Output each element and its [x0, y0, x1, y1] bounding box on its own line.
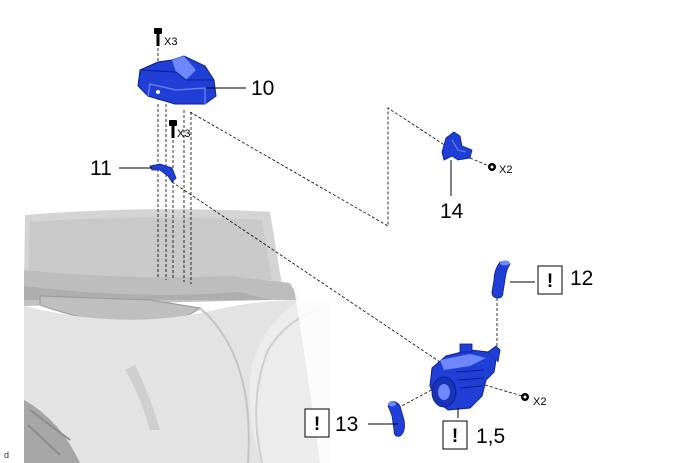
bolt-icon	[488, 163, 529, 401]
part-10-bracket	[137, 55, 217, 105]
part-12-hose	[491, 260, 511, 299]
notice-symbol: !	[314, 414, 320, 435]
notice-icon: !	[537, 265, 563, 295]
corner-mark: d	[4, 450, 9, 460]
leader-lines	[119, 87, 535, 425]
notice-symbol: !	[547, 271, 553, 292]
part-11-clamp	[149, 163, 177, 183]
part-1-5-compressor	[429, 343, 501, 411]
callout-11: 11	[90, 157, 112, 180]
callout-10: 10	[251, 77, 274, 100]
part-14-bracket	[441, 131, 473, 161]
vehicle-background	[24, 205, 345, 463]
notice-symbol: !	[452, 426, 458, 447]
qty-label-mid-bolts: X3	[177, 128, 190, 140]
notice-icon: !	[442, 420, 468, 450]
bolt-icon	[154, 28, 177, 138]
callout-13: 13	[335, 413, 358, 436]
guide-lines	[157, 48, 523, 409]
qty-label-top-bolts: X3	[164, 36, 177, 48]
qty-label-compressor-bolts: X2	[533, 396, 546, 408]
callout-14: 14	[440, 200, 464, 223]
callout-1-5: 1,5	[476, 425, 505, 448]
part-13-hose	[387, 401, 405, 437]
callout-12: 12	[570, 267, 593, 290]
notice-icon: !	[304, 408, 330, 438]
qty-label-bracket14-bolts: X2	[499, 164, 512, 176]
